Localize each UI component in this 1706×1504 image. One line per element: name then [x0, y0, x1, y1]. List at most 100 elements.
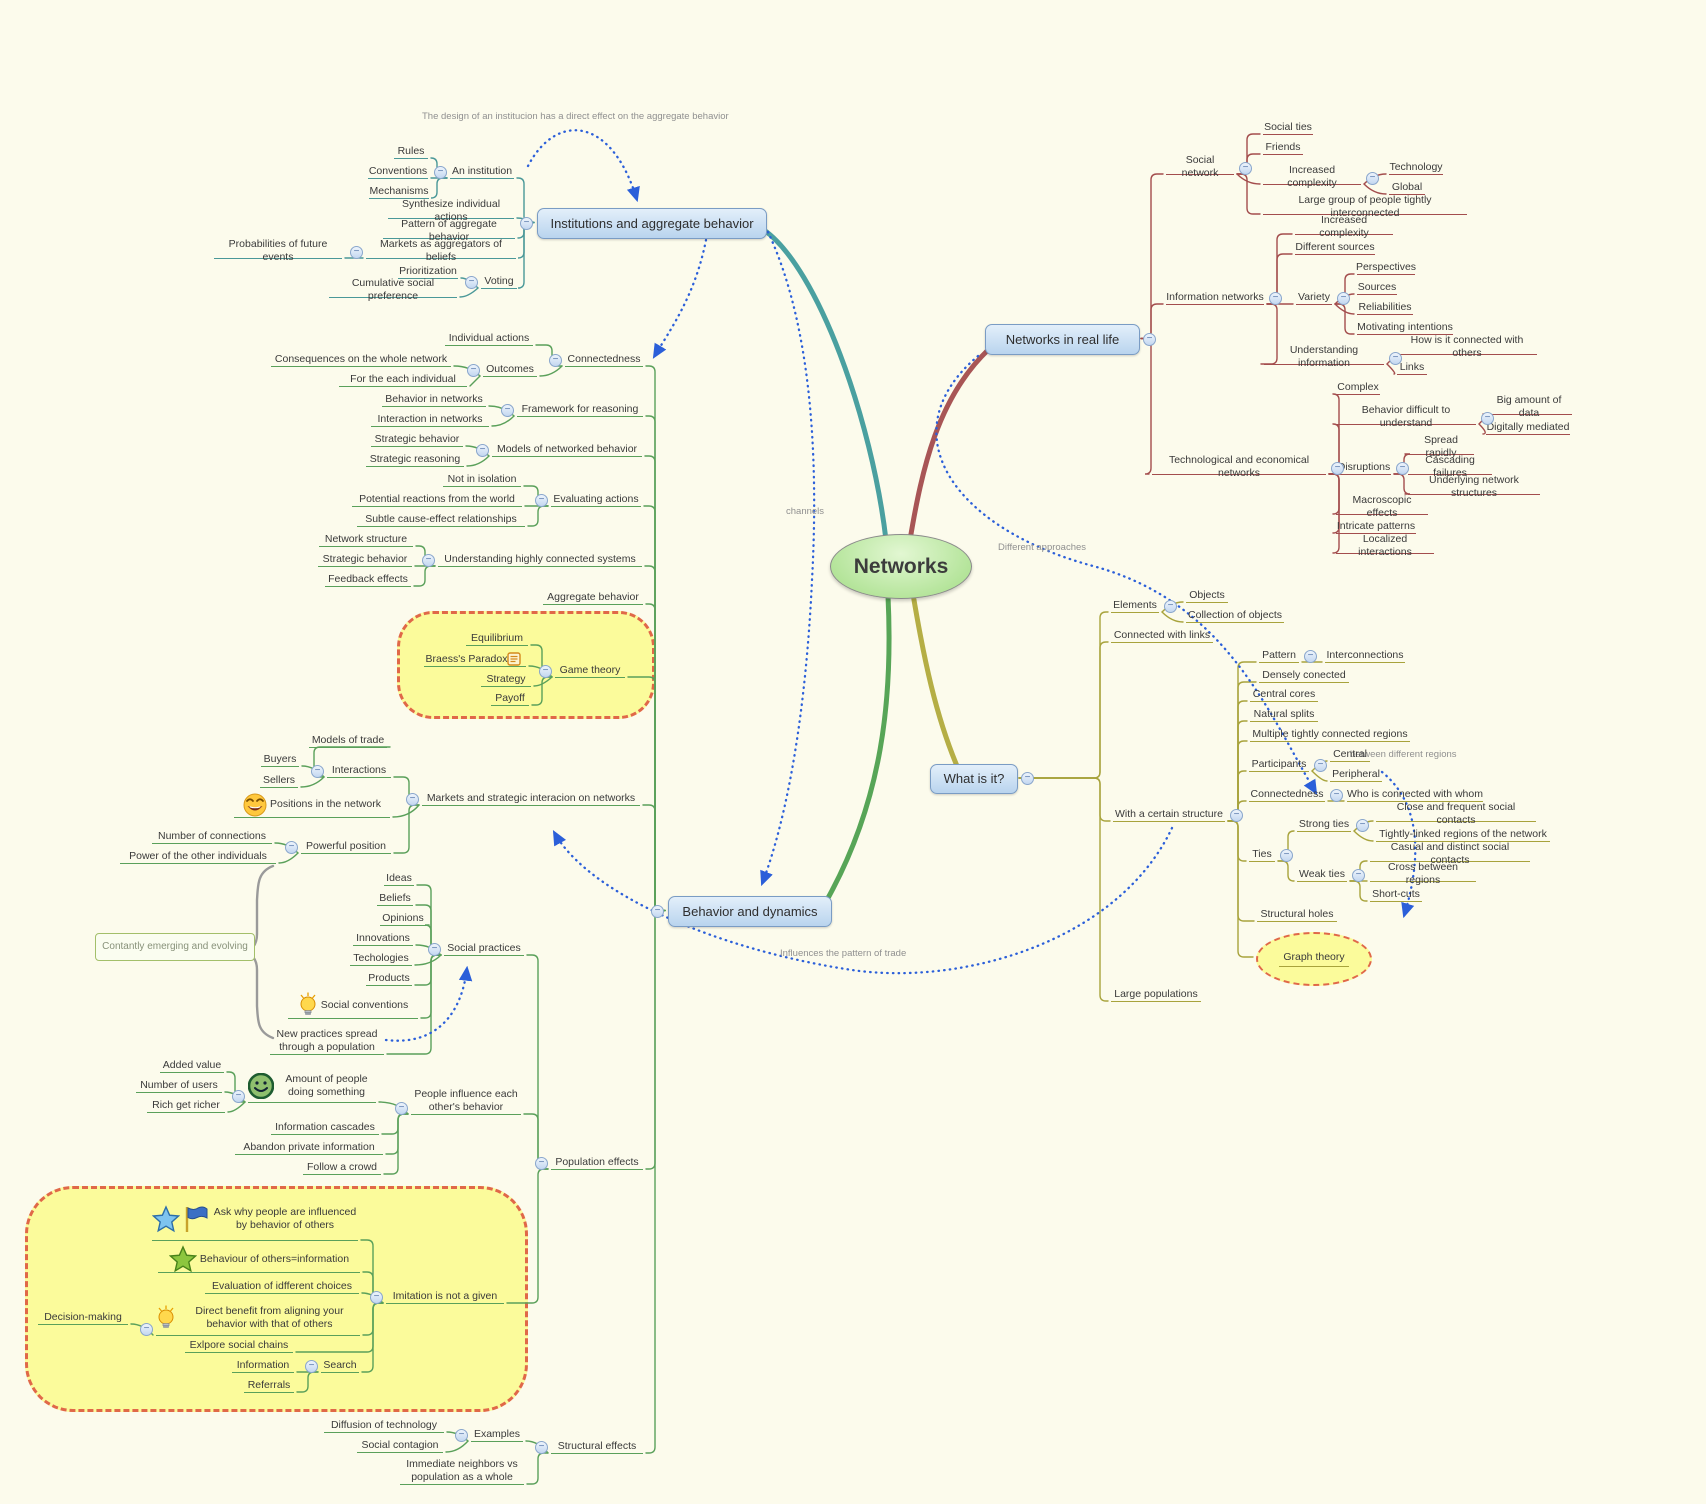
- collapse-icon[interactable]: −: [1330, 789, 1343, 802]
- collapse-icon[interactable]: −: [476, 444, 489, 457]
- topic-amount[interactable]: Amount of people doing something: [248, 1070, 376, 1103]
- collapse-icon[interactable]: −: [232, 1090, 245, 1103]
- topic-pinfl[interactable]: People influence each other's behavior: [411, 1088, 521, 1115]
- topic-payoff[interactable]: Payoff: [491, 691, 529, 706]
- topic-frame[interactable]: Framework for reasoning: [517, 402, 643, 417]
- topic-netstr[interactable]: Network structure: [319, 532, 413, 547]
- topic-variety[interactable]: Variety: [1296, 290, 1332, 305]
- relationship-label[interactable]: Different approaches: [998, 542, 1087, 553]
- topic-braess[interactable]: Braess's Paradox: [424, 652, 526, 667]
- topic-links[interactable]: Links: [1397, 360, 1427, 375]
- topic-tech[interactable]: Technology: [1389, 160, 1443, 175]
- topic-centcores[interactable]: Central cores: [1250, 687, 1318, 702]
- topic-whoconn[interactable]: Who is connected with whom: [1347, 787, 1483, 802]
- topic-strabeh2[interactable]: Strategic behavior: [318, 552, 412, 567]
- topic-wcs[interactable]: With a certain structure: [1113, 807, 1225, 822]
- topic-cemerg[interactable]: Contantly emerging and evolving: [95, 933, 255, 961]
- collapse-icon[interactable]: −: [422, 554, 435, 567]
- topic-conswh[interactable]: Consequences on the whole network: [271, 352, 451, 367]
- topic-followc[interactable]: Follow a crowd: [303, 1160, 381, 1175]
- collapse-icon[interactable]: −: [1143, 332, 1156, 346]
- collapse-icon[interactable]: −: [1230, 809, 1243, 822]
- topic-localint[interactable]: Localized interactions: [1336, 533, 1434, 558]
- topic-behoth[interactable]: Behaviour of others=information: [158, 1245, 360, 1273]
- collapse-icon[interactable]: −: [1337, 292, 1350, 305]
- topic-techol[interactable]: Techologies: [350, 951, 412, 966]
- topic-bigdata[interactable]: Big amount of data: [1486, 394, 1572, 419]
- topic-ties[interactable]: Ties: [1249, 847, 1275, 862]
- topic-indact[interactable]: Individual actions: [445, 331, 533, 346]
- collapse-icon[interactable]: −: [1269, 292, 1282, 305]
- relationship-label[interactable]: between different regions: [1350, 749, 1457, 760]
- topic-intric[interactable]: Intricate patterns: [1336, 519, 1416, 534]
- topic-dirben[interactable]: Direct benefit from aligning your behavi…: [156, 1300, 360, 1336]
- topic-multtight[interactable]: Multiple tightly connected regions: [1250, 727, 1410, 742]
- topic-inccom[interactable]: Increased complexity: [1263, 164, 1361, 189]
- topic-crossreg[interactable]: Cross between regions: [1370, 861, 1476, 886]
- collapse-icon[interactable]: −: [140, 1323, 153, 1336]
- topic-global[interactable]: Global: [1389, 180, 1425, 195]
- topic-decmak[interactable]: Decision-making: [38, 1310, 128, 1325]
- topic-addedv[interactable]: Added value: [160, 1058, 224, 1073]
- collapse-icon[interactable]: −: [1280, 849, 1293, 862]
- topic-intnet[interactable]: Interaction in networks: [371, 412, 489, 427]
- topic-immneigh[interactable]: Immediate neighbors vs population as a w…: [400, 1458, 524, 1485]
- topic-streff[interactable]: Structural effects: [551, 1439, 643, 1454]
- collapse-icon[interactable]: −: [520, 216, 533, 230]
- topic-askwhy[interactable]: Ask why people are influenced by behavio…: [152, 1197, 358, 1241]
- topic-foreach[interactable]: For the each individual: [339, 372, 467, 387]
- topic-persp[interactable]: Perspectives: [1356, 260, 1416, 275]
- topic-behnet[interactable]: Behavior in networks: [382, 392, 486, 407]
- topic-collobj[interactable]: Collection of objects: [1186, 608, 1284, 623]
- topic-nrl[interactable]: Networks in real life: [985, 324, 1140, 355]
- topic-strabeh[interactable]: Strategic behavior: [371, 432, 463, 447]
- collapse-icon[interactable]: −: [305, 1360, 318, 1373]
- topic-undnet[interactable]: Underlying network structures: [1408, 474, 1540, 499]
- collapse-icon[interactable]: −: [428, 943, 441, 956]
- topic-innov[interactable]: Innovations: [353, 931, 413, 946]
- topic-graphth[interactable]: Graph theory: [1256, 932, 1372, 986]
- topic-friends[interactable]: Friends: [1263, 140, 1303, 155]
- topic-reliab[interactable]: Reliabilities: [1357, 300, 1413, 315]
- relationship-label[interactable]: The design of an institucion has a direc…: [422, 111, 729, 122]
- topic-gameth[interactable]: Game theory: [555, 663, 625, 678]
- topic-beliefs[interactable]: Beliefs: [377, 891, 413, 906]
- collapse-icon[interactable]: −: [1389, 352, 1402, 365]
- collapse-icon[interactable]: −: [1396, 462, 1409, 475]
- topic-explore[interactable]: Exlpore social chains: [185, 1338, 293, 1353]
- topic-mkagg[interactable]: Markets as aggregators of beliefs: [366, 238, 516, 263]
- topic-largepop[interactable]: Large populations: [1111, 987, 1201, 1002]
- collapse-icon[interactable]: −: [406, 793, 419, 806]
- topic-newprac[interactable]: New practices spread through a populatio…: [270, 1028, 384, 1055]
- topic-connlinks[interactable]: Connected with links: [1111, 628, 1213, 643]
- collapse-icon[interactable]: −: [370, 1291, 383, 1304]
- topic-ideas[interactable]: Ideas: [384, 871, 414, 886]
- collapse-icon[interactable]: −: [1481, 412, 1494, 425]
- collapse-icon[interactable]: −: [455, 1429, 468, 1442]
- topic-synth[interactable]: Synthesize individual actions: [388, 198, 514, 223]
- game-theory-boundary[interactable]: [397, 611, 655, 719]
- collapse-icon[interactable]: −: [651, 904, 664, 918]
- topic-bhd[interactable]: Behavior and dynamics: [668, 896, 832, 927]
- topic-objects[interactable]: Objects: [1186, 588, 1228, 603]
- topic-tightlink[interactable]: Tightly-linked regions of the network: [1376, 827, 1550, 842]
- topic-sources[interactable]: Sources: [1357, 280, 1397, 295]
- topic-natsplits[interactable]: Natural splits: [1250, 707, 1318, 722]
- topic-an_inst[interactable]: An institution: [450, 164, 514, 179]
- topic-periph[interactable]: Peripheral: [1330, 767, 1382, 782]
- topic-socties[interactable]: Social ties: [1263, 120, 1313, 135]
- topic-disrupt[interactable]: Disruptions: [1337, 460, 1391, 475]
- topic-powpos[interactable]: Powerful position: [301, 839, 391, 854]
- collapse-icon[interactable]: −: [350, 246, 363, 259]
- topic-infonet[interactable]: Information networks: [1166, 290, 1264, 305]
- collapse-icon[interactable]: −: [1314, 759, 1327, 772]
- topic-conn2[interactable]: Connectedness: [1249, 787, 1325, 802]
- topic-soccont[interactable]: Social contagion: [357, 1438, 443, 1453]
- topic-closefreq[interactable]: Close and frequent social contacts: [1376, 801, 1536, 826]
- collapse-icon[interactable]: −: [1304, 650, 1317, 663]
- topic-macro[interactable]: Macroscopic effects: [1336, 494, 1428, 519]
- topic-uhcs[interactable]: Understanding highly connected systems: [438, 552, 642, 567]
- topic-socnet[interactable]: Social network: [1166, 154, 1234, 179]
- topic-spreadr[interactable]: Spread rapidly: [1408, 434, 1474, 459]
- topic-mech[interactable]: Mechanisms: [369, 184, 429, 199]
